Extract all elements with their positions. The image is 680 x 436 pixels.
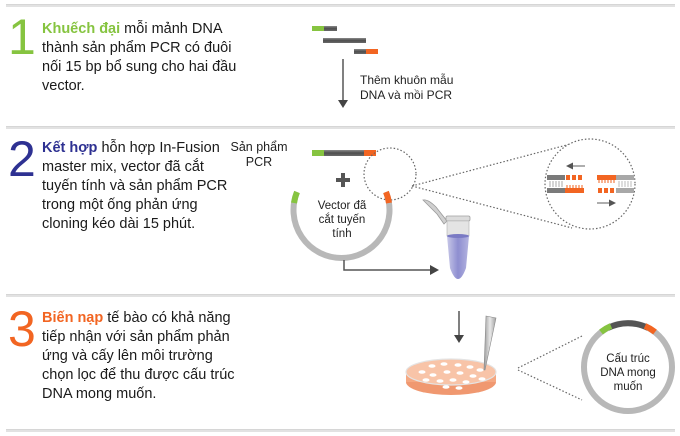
pcr-primer-forward [312, 26, 337, 31]
pcr-template [323, 38, 366, 43]
arrow-down-step1 [338, 59, 348, 108]
pcr-primer-reverse [354, 49, 378, 54]
step-2-keyword: Kết hợp [42, 140, 98, 156]
reaction-tube-icon [422, 199, 471, 279]
divider-bottom [6, 429, 675, 432]
step-3-keyword: Biến nạp [42, 310, 104, 326]
step-3-number: 3 [8, 301, 36, 357]
zoom-line-plasmid-bottom [517, 369, 583, 401]
label-add-template: Thêm khuôn mẫu DNA và mồi PCR [360, 73, 454, 102]
zoom-line-plasmid-top [517, 335, 583, 369]
zoom-line-bottom [411, 185, 573, 229]
label-pcr-product: Sản phẩm PCR [230, 140, 288, 169]
label-linear-vector: Vector đã cắt tuyến tính [317, 200, 367, 240]
plus-icon [336, 173, 350, 187]
step-1-keyword: Khuếch đại [42, 21, 121, 37]
plasmid-circle [581, 320, 675, 414]
pipette-tip-icon [483, 315, 497, 371]
arrow-right-to-tube [343, 260, 439, 275]
step-1-description: Khuếch đại mỗi mảnh DNA thành sản phẩm P… [42, 20, 242, 96]
annealing-detail [544, 138, 636, 230]
step-2-description: Kết hợp hỗn hợp In-Fusion master mix, ve… [42, 139, 242, 234]
divider-step3 [6, 294, 675, 297]
step-1-number: 1 [8, 9, 36, 65]
pcr-product-bar [312, 150, 376, 156]
step-2-number: 2 [8, 131, 36, 187]
step-2-text: hỗn hợp In-Fusion master mix, vector đã … [42, 140, 228, 232]
zoom-line-top [411, 141, 579, 187]
arrow-down-step3 [454, 311, 464, 343]
petri-dish-icon [405, 358, 497, 395]
zoom-circle-small [363, 147, 417, 201]
linear-vector-arc [290, 190, 393, 261]
step-3-text: tế bào có khả năng tiếp nhận với sản phẩ… [42, 310, 235, 402]
step-3-description: Biến nạp tế bào có khả năng tiếp nhận vớ… [42, 309, 242, 404]
divider-step2 [6, 126, 675, 129]
label-desired-construct: Cấu trúc DNA mong muốn [600, 353, 656, 393]
step-1-text: mỗi mảnh DNA thành sản phẩm PCR có đuôi … [42, 21, 237, 94]
divider-top [6, 4, 675, 7]
